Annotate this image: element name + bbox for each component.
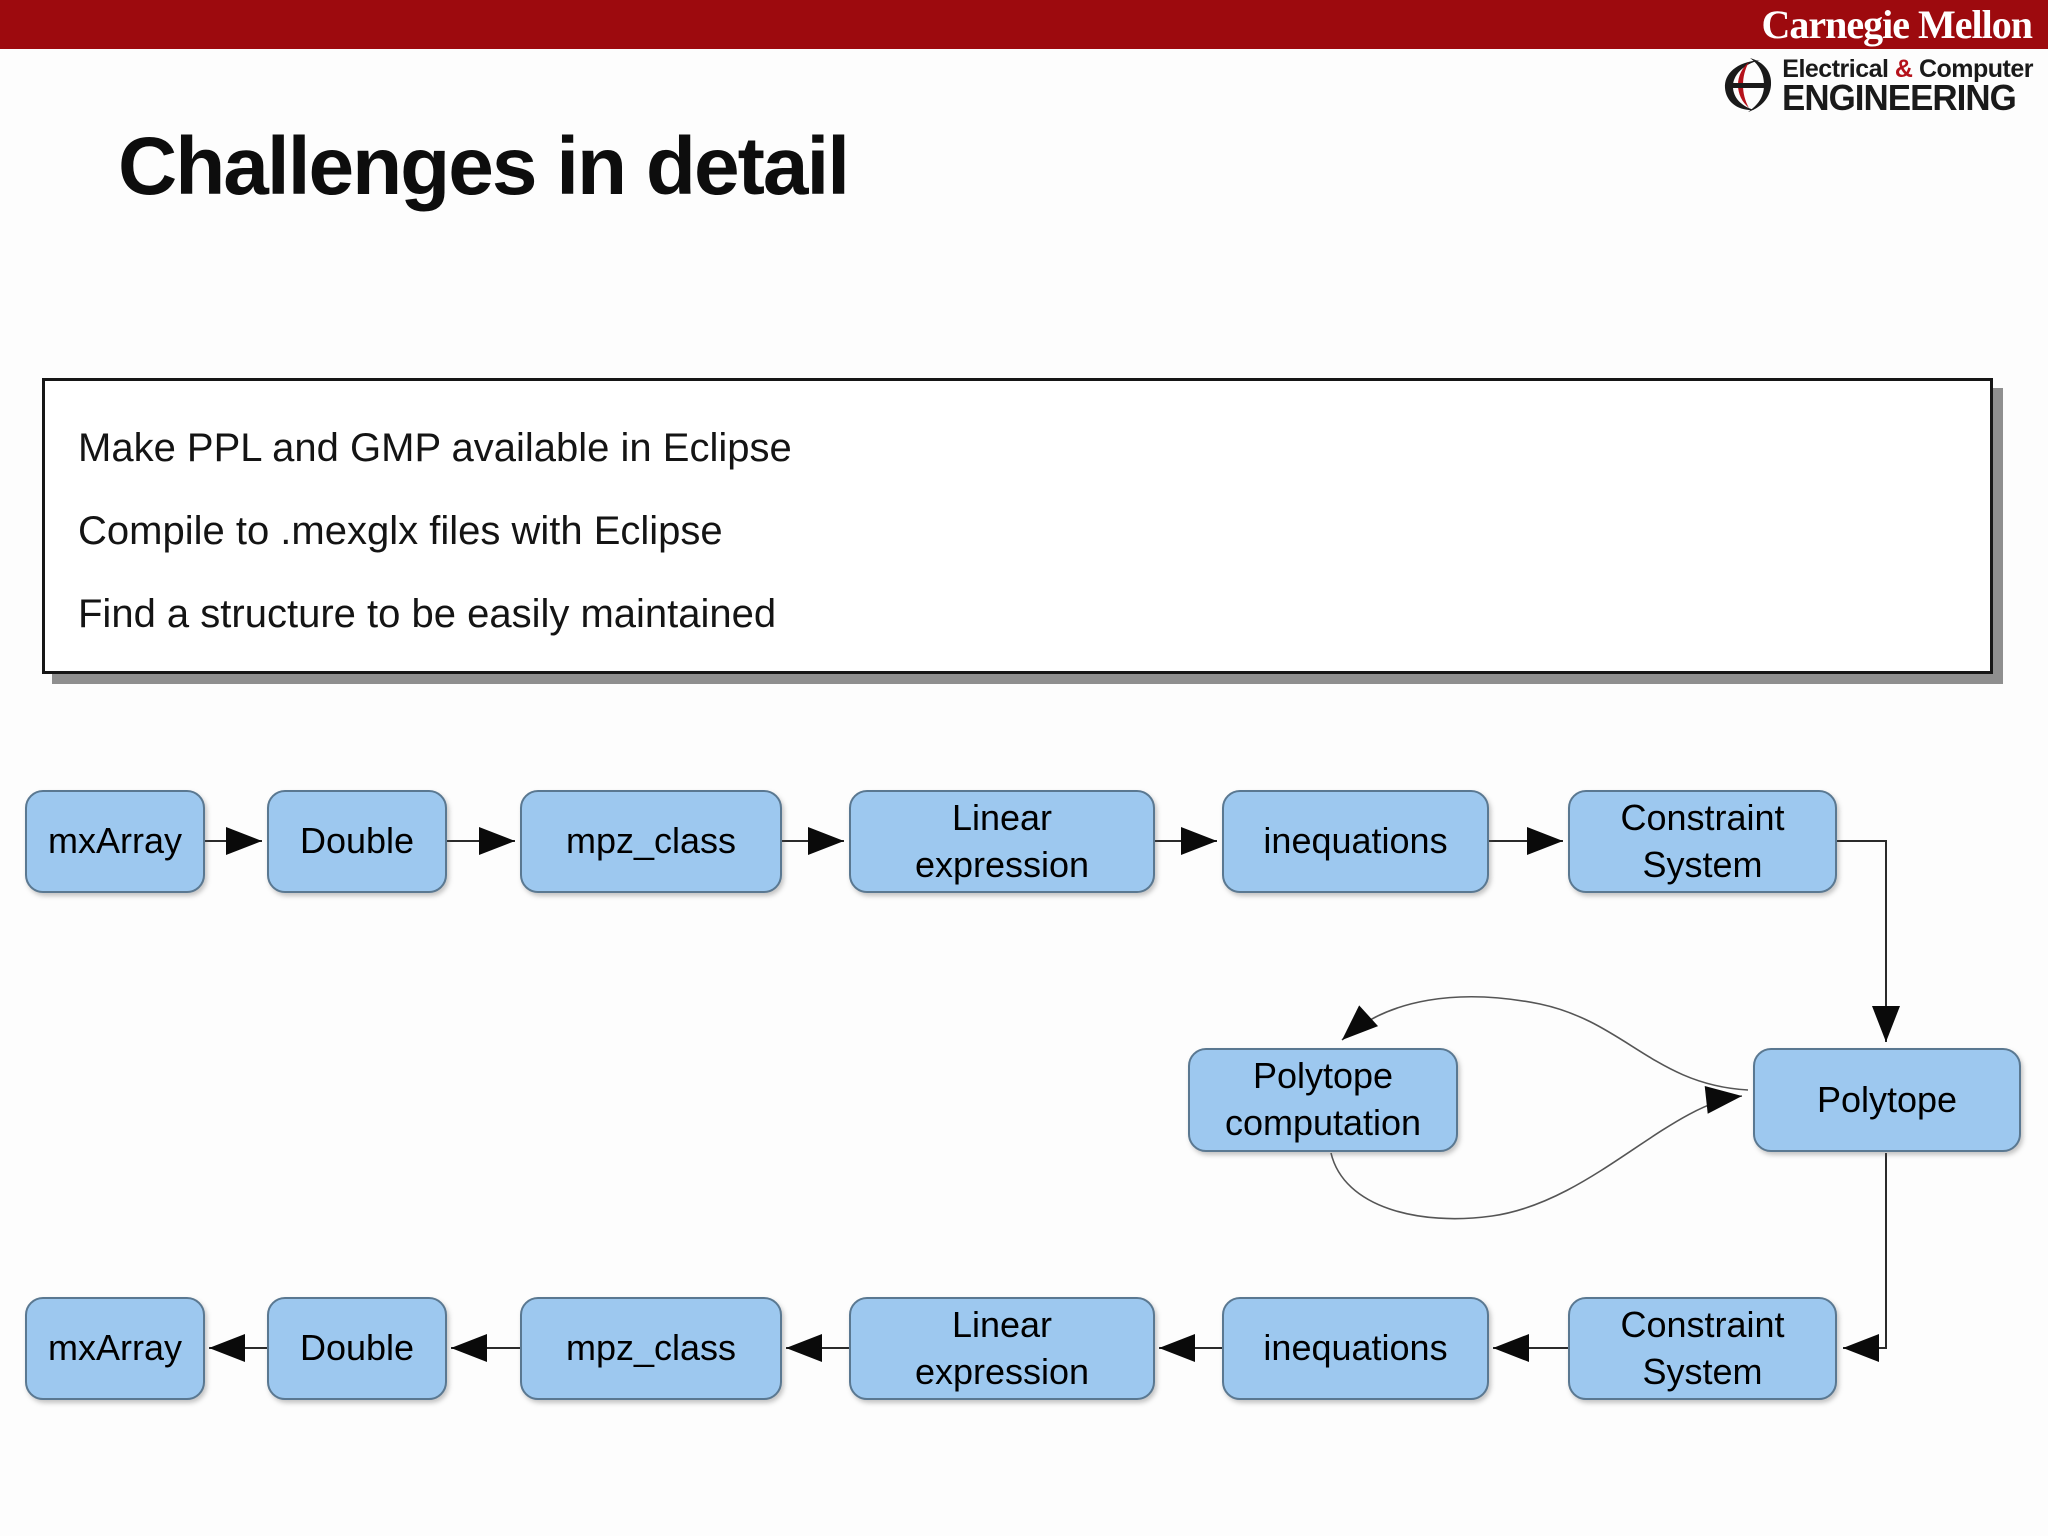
node-inequations-bottom: inequations xyxy=(1222,1297,1489,1400)
challenge-item: Make PPL and GMP available in Eclipse xyxy=(78,426,792,470)
node-linearexpression-bottom: Linear expression xyxy=(849,1297,1155,1400)
ece-dept-amp: & xyxy=(1894,55,1913,83)
ece-dept-pre: Electrical xyxy=(1782,55,1889,83)
node-double-top: Double xyxy=(267,790,447,893)
node-double-bottom: Double xyxy=(267,1297,447,1400)
node-polytopecomputation: Polytope computation xyxy=(1188,1048,1458,1152)
node-mxarray-bottom: mxArray xyxy=(25,1297,205,1400)
arrow-polytope-to-constraintsystem-bottom xyxy=(1843,1153,1887,1362)
node-linearexpression-top: Linear expression xyxy=(849,790,1155,893)
ece-logo-text: Electrical & Computer ENGINEERING xyxy=(1782,56,2033,118)
ece-logo: Electrical & Computer ENGINEERING xyxy=(1720,56,2034,118)
cmu-red-bar xyxy=(0,0,2048,49)
node-constraintsystem-top: Constraint System xyxy=(1568,790,1837,893)
arrow-constraintsystem-to-polytope xyxy=(1837,840,1900,1042)
challenge-item: Compile to .mexglx files with Eclipse xyxy=(78,509,723,553)
cmu-wordmark: Carnegie Mellon xyxy=(1761,2,2033,47)
ece-engineering-line: ENGINEERING xyxy=(1782,77,2017,118)
node-mpzclass-top: mpz_class xyxy=(520,790,782,893)
node-polytope: Polytope xyxy=(1753,1048,2021,1152)
page-title: Challenges in detail xyxy=(118,121,850,212)
node-constraintsystem-bottom: Constraint System xyxy=(1568,1297,1837,1400)
ece-dept-post: Computer xyxy=(1918,55,2034,83)
ece-logo-icon xyxy=(1725,58,1772,112)
node-inequations-top: inequations xyxy=(1222,790,1489,893)
node-mpzclass-bottom: mpz_class xyxy=(520,1297,782,1400)
challenges-box: Make PPL and GMP available in Eclipse Co… xyxy=(42,378,1993,674)
challenge-item: Find a structure to be easily maintained xyxy=(78,592,777,636)
node-mxarray-top: mxArray xyxy=(25,790,205,893)
ece-dept-line: Electrical & Computer xyxy=(1782,56,2033,82)
